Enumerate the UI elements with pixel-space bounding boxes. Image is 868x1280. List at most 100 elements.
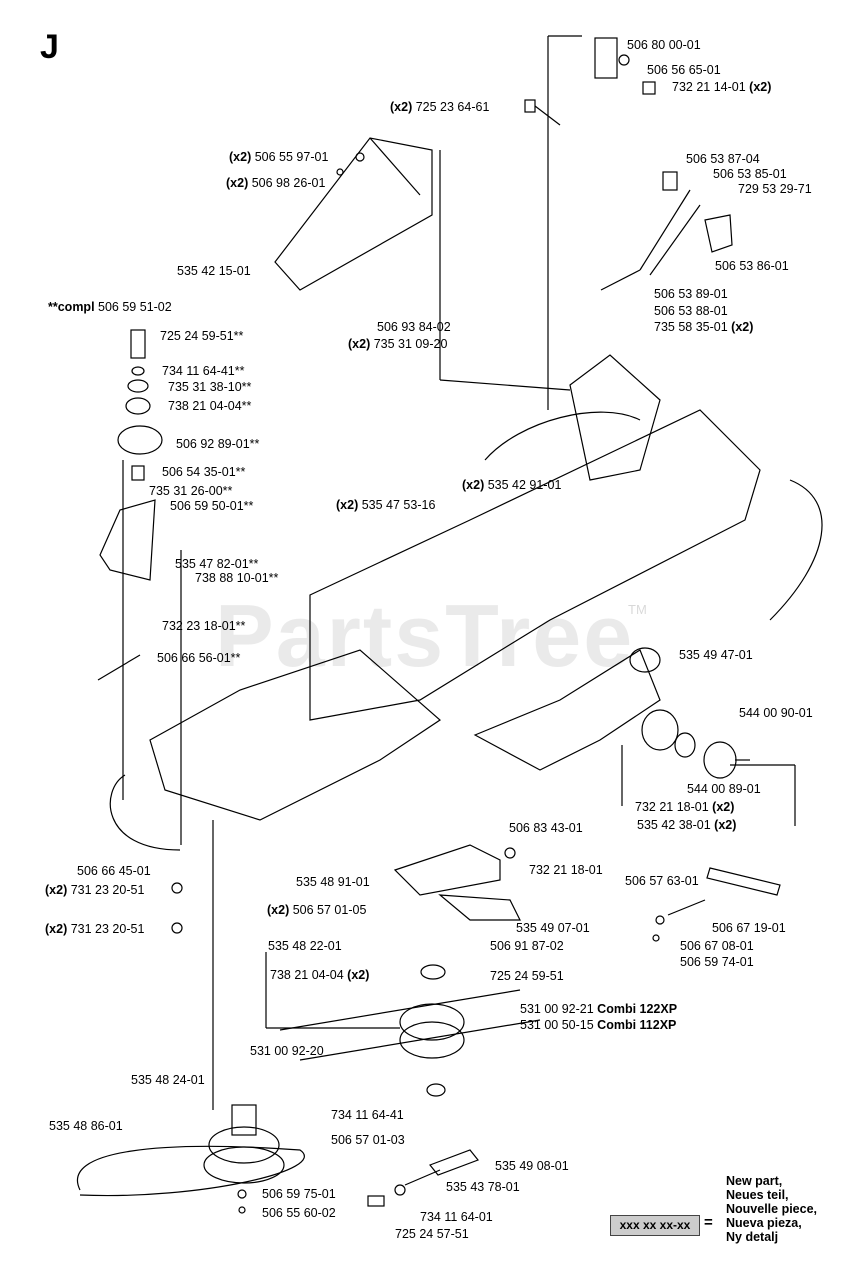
legend-text: New part, Neues teil, Nouvelle piece, Nu… bbox=[726, 1174, 817, 1244]
part-label: 506 67 08-01 bbox=[680, 939, 754, 953]
spring-part bbox=[667, 899, 706, 916]
part-label: 506 57 01-03 bbox=[331, 1133, 405, 1147]
part-label: (x2) 506 98 26-01 bbox=[226, 176, 326, 190]
part-label: 506 93 84-02 bbox=[377, 320, 451, 334]
part-label: 506 57 63-01 bbox=[625, 874, 699, 888]
part-label: 506 53 86-01 bbox=[715, 259, 789, 273]
part-label: 535 49 08-01 bbox=[495, 1159, 569, 1173]
part-label: 535 48 24-01 bbox=[131, 1073, 205, 1087]
rod-part bbox=[600, 269, 641, 291]
v-belt-part bbox=[77, 1145, 305, 1197]
callout-frame-line bbox=[439, 379, 571, 391]
screw-part bbox=[238, 1206, 246, 1214]
part-label: 506 67 19-01 bbox=[712, 921, 786, 935]
bearing-flange-part bbox=[703, 741, 737, 779]
bearing-part bbox=[125, 397, 151, 415]
part-label: 544 00 90-01 bbox=[739, 706, 813, 720]
lever-bracket-part bbox=[704, 214, 733, 253]
screw-part bbox=[336, 168, 344, 176]
part-label: 725 24 59-51** bbox=[160, 329, 244, 343]
rod-plate-part bbox=[706, 867, 781, 896]
part-label: 531 00 50-15 Combi 112XP bbox=[520, 1018, 677, 1032]
cover-plate-edge bbox=[369, 137, 421, 196]
circlip-part bbox=[127, 379, 149, 393]
part-label: 506 59 74-01 bbox=[680, 955, 754, 969]
bearing-part bbox=[426, 1083, 446, 1097]
part-label: 506 66 56-01** bbox=[157, 651, 241, 665]
screw-part bbox=[652, 934, 660, 942]
part-label: 506 53 89-01 bbox=[654, 287, 728, 301]
screw-part bbox=[524, 99, 536, 113]
washer-part bbox=[131, 366, 145, 376]
legend-line: Neues teil, bbox=[726, 1188, 789, 1202]
bracket-part bbox=[438, 894, 521, 921]
part-label: 535 48 22-01 bbox=[268, 939, 342, 953]
compl-number: 506 59 51-02 bbox=[98, 300, 172, 314]
part-label: 735 58 35-01 (x2) bbox=[654, 320, 754, 334]
handle-tube-part bbox=[484, 411, 641, 461]
part-label: 734 11 64-41** bbox=[162, 364, 245, 378]
cover-plate-part bbox=[274, 137, 433, 291]
part-label: 535 48 91-01 bbox=[296, 875, 370, 889]
lever-rod-part bbox=[649, 204, 701, 276]
part-label: 506 59 75-01 bbox=[262, 1187, 336, 1201]
part-label: (x2) 506 57 01-05 bbox=[267, 903, 367, 917]
part-label: 506 59 50-01** bbox=[170, 499, 254, 513]
part-label: (x2) 535 42 91-01 bbox=[462, 478, 562, 492]
part-label: 506 54 35-01** bbox=[162, 465, 246, 479]
drive-pulley-part bbox=[399, 1003, 465, 1041]
part-label: 732 23 18-01** bbox=[162, 619, 246, 633]
part-label: 725 24 57-51 bbox=[395, 1227, 469, 1241]
compl-prefix: **compl bbox=[48, 300, 95, 314]
part-label: 506 53 85-01 bbox=[713, 167, 787, 181]
section-letter: J bbox=[40, 28, 59, 66]
axle-support-part bbox=[473, 649, 661, 771]
lever-clip-part bbox=[662, 171, 678, 191]
part-label: 735 31 26-00** bbox=[149, 484, 233, 498]
part-label: 738 21 04-04** bbox=[168, 399, 252, 413]
legend-line: Nueva pieza, bbox=[726, 1216, 802, 1230]
part-label: (x2) 731 23 20-51 bbox=[45, 922, 145, 936]
part-label: 735 31 38-10** bbox=[168, 380, 252, 394]
idler-arm-part bbox=[99, 499, 156, 581]
part-label: 734 11 64-01 bbox=[420, 1210, 493, 1224]
bracket-plate-part bbox=[594, 37, 618, 79]
bushing-part bbox=[629, 647, 661, 673]
lever-rod-part bbox=[639, 189, 691, 271]
legend-line: Nouvelle piece, bbox=[726, 1202, 818, 1216]
part-label: 531 00 92-20 bbox=[250, 1044, 324, 1058]
handle-tube-part bbox=[769, 479, 823, 621]
bearing-part bbox=[420, 964, 446, 980]
pulley-hub-part bbox=[231, 1104, 257, 1136]
legend-equals: = bbox=[704, 1214, 713, 1231]
part-label: 506 55 60-02 bbox=[262, 1206, 336, 1220]
part-label: 544 00 89-01 bbox=[687, 782, 761, 796]
part-label: 535 47 82-01** bbox=[175, 557, 259, 571]
part-label: 506 92 89-01** bbox=[176, 437, 260, 451]
part-label: 535 42 38-01 (x2) bbox=[637, 818, 737, 832]
screw-part bbox=[367, 1195, 385, 1207]
part-label: (x2) 725 23 64-61 bbox=[390, 100, 490, 114]
part-label: 535 43 78-01 bbox=[446, 1180, 520, 1194]
part-label: 506 83 43-01 bbox=[509, 821, 583, 835]
pulley-part bbox=[208, 1126, 280, 1164]
nut-part bbox=[171, 922, 183, 934]
part-label: 506 80 00-01 bbox=[627, 38, 701, 52]
part-label: 732 21 18-01 (x2) bbox=[635, 800, 735, 814]
part-label: 734 11 64-41 bbox=[331, 1108, 404, 1122]
part-label: 506 66 45-01 bbox=[77, 864, 151, 878]
part-label: 506 53 88-01 bbox=[654, 304, 728, 318]
washer-part bbox=[237, 1189, 247, 1199]
part-label: 738 21 04-04 (x2) bbox=[270, 968, 370, 982]
belt-part bbox=[299, 1019, 541, 1061]
part-label: 506 53 87-04 bbox=[686, 152, 760, 166]
washer-part bbox=[394, 1184, 406, 1196]
part-label: 506 91 87-02 bbox=[490, 939, 564, 953]
watermark-trademark: TM bbox=[628, 602, 647, 617]
part-label: 531 00 92-21 Combi 122XP bbox=[520, 1002, 678, 1016]
drive-pulley-part bbox=[399, 1021, 465, 1059]
part-label: (x2) 735 31 09-20 bbox=[348, 337, 448, 351]
callout-leader bbox=[534, 105, 561, 126]
watermark-text: PartsTree bbox=[215, 586, 635, 685]
spring-part bbox=[97, 654, 141, 681]
